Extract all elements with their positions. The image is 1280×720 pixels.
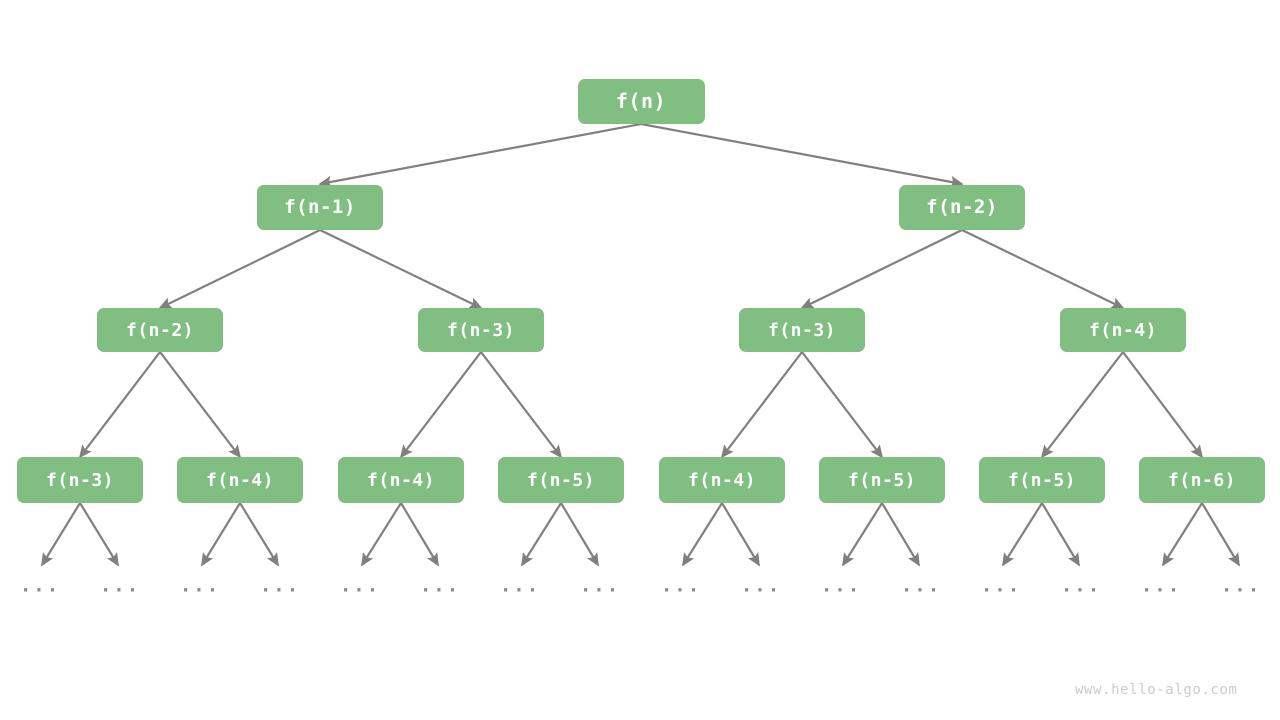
ellipsis-marker: ... (900, 574, 942, 597)
tree-edge (721, 502, 760, 567)
tree-edge (801, 351, 884, 459)
tree-node: f(n-2) (97, 308, 223, 352)
tree-edge (239, 502, 279, 567)
tree-node: f(n-6) (1139, 457, 1265, 503)
tree-node-label: f(n-3) (446, 319, 516, 341)
tree-edge (1201, 502, 1240, 567)
tree-node-label: f(n-5) (526, 469, 596, 491)
tree-edge (1002, 502, 1043, 567)
ellipsis-marker: ... (259, 574, 301, 597)
ellipsis-marker: ... (19, 574, 61, 597)
ellipsis-marker: ... (820, 574, 862, 597)
tree-edge (79, 502, 119, 567)
ellipsis-marker: ... (419, 574, 461, 597)
tree-node: f(n-3) (418, 308, 544, 352)
tree-edge (682, 502, 723, 567)
tree-edge (560, 502, 599, 567)
ellipsis-marker: ... (660, 574, 702, 597)
tree-node-label: f(n-5) (1007, 469, 1077, 491)
tree-edge (842, 502, 883, 567)
tree-node-label: f(n-4) (1088, 319, 1158, 341)
ellipsis-marker: ... (1140, 574, 1182, 597)
tree-edge (1040, 351, 1124, 459)
tree-node-label: f(n-4) (687, 469, 757, 491)
tree-edge (399, 351, 482, 459)
tree-edge (1041, 502, 1080, 567)
tree-edge (480, 351, 563, 459)
edges (41, 122, 1240, 567)
tree-node-label: f(n-3) (45, 469, 115, 491)
ellipsis-marker: ... (1220, 574, 1262, 597)
tree-edge (720, 351, 803, 459)
tree-edge (318, 122, 642, 188)
tree-node: f(n-5) (498, 457, 624, 503)
ellipsis-marker: ... (1060, 574, 1102, 597)
tree-edge (319, 229, 483, 309)
tree-edge (400, 502, 439, 567)
tree-node-label: f(n-5) (847, 469, 917, 491)
tree-edge (201, 502, 241, 567)
tree-edge (1162, 502, 1203, 567)
tree-edge (159, 351, 242, 459)
ellipsis-marker: ... (579, 574, 621, 597)
tree-node: f(n-1) (257, 184, 383, 230)
ellipsis-marker: ... (339, 574, 381, 597)
tree-edge (640, 122, 964, 188)
ellipsis-marker: ... (99, 574, 141, 597)
tree-node: f(n-3) (17, 457, 143, 503)
tree-edge (41, 502, 81, 567)
tree-node-label: f(n-3) (767, 319, 837, 341)
tree-node: f(n-4) (1060, 308, 1186, 352)
ellipsis-marker: ... (499, 574, 541, 597)
ellipsis-marker: ... (179, 574, 221, 597)
tree-node: f(n-5) (979, 457, 1105, 503)
tree-node: f(n) (577, 78, 705, 124)
tree-node: f(n-3) (739, 308, 865, 352)
tree-node: f(n-4) (659, 457, 785, 503)
tree-edge (158, 229, 321, 309)
tree-node-label: f(n-1) (284, 196, 356, 218)
tree-node-label: f(n-6) (1167, 469, 1237, 491)
ellipsis-marker: ... (980, 574, 1022, 597)
tree-edge (1122, 351, 1204, 459)
tree-node: f(n-4) (338, 457, 464, 503)
tree-node-label: f(n-2) (926, 196, 998, 218)
tree-node: f(n-2) (899, 184, 1025, 230)
tree-edge (800, 229, 963, 309)
ellipsis-marker: ... (740, 574, 782, 597)
tree-edge (521, 502, 562, 567)
tree-node-label: f(n-2) (125, 319, 195, 341)
tree-edge (961, 229, 1125, 309)
tree-edge (78, 351, 161, 459)
tree-node: f(n-4) (177, 457, 303, 503)
tree-edge (361, 502, 402, 567)
tree-node-label: f(n) (615, 89, 667, 113)
tree-edge (881, 502, 920, 567)
tree-node: f(n-5) (819, 457, 945, 503)
tree-node-label: f(n-4) (366, 469, 436, 491)
tree-node-label: f(n-4) (205, 469, 275, 491)
watermark: www.hello-algo.com (1075, 682, 1238, 698)
